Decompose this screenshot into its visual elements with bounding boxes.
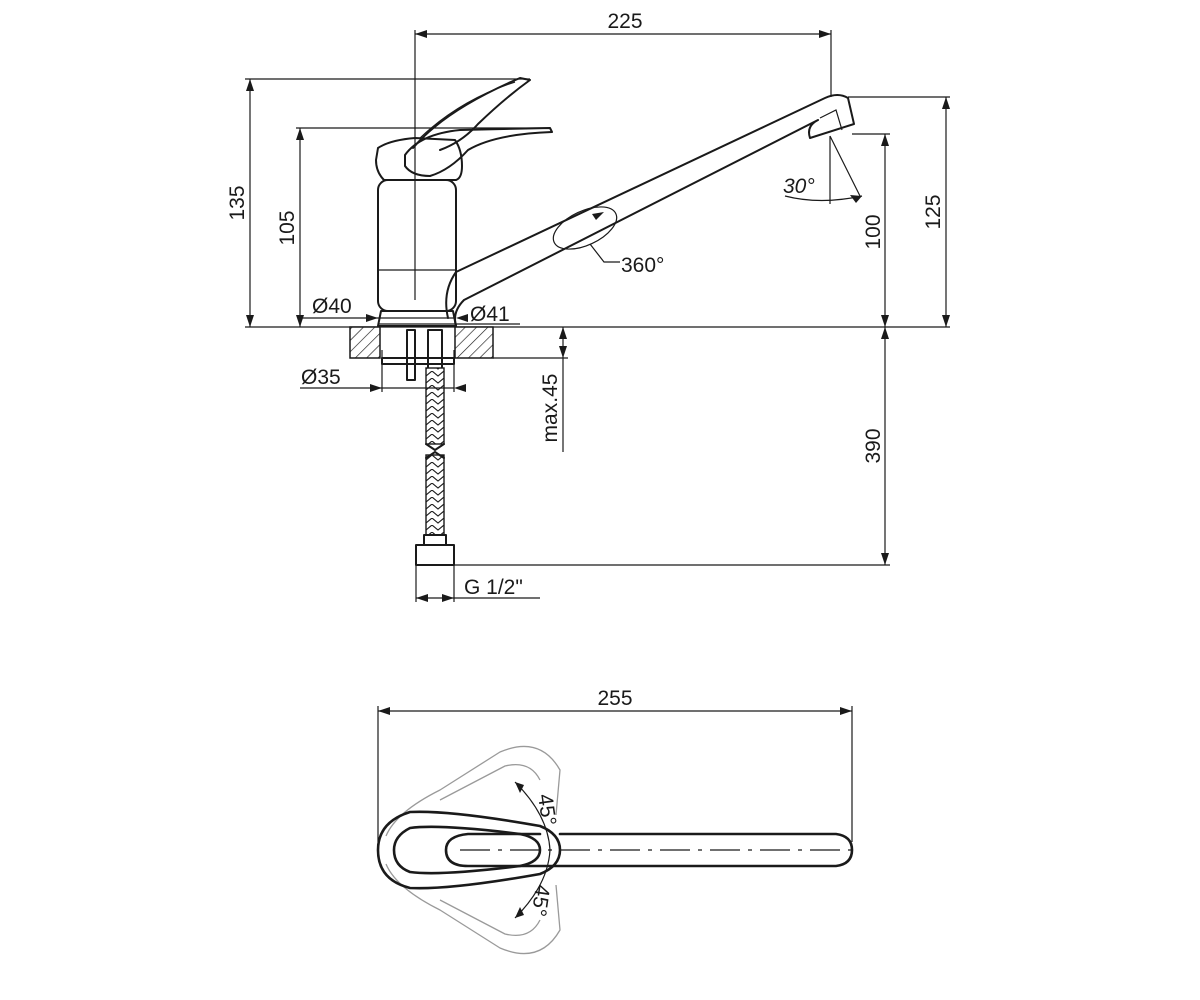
faucet-body [377, 179, 457, 312]
plan-body-outline [376, 810, 562, 890]
swivel-indicator-ellipse [552, 206, 618, 250]
lever-raised-position [412, 77, 531, 151]
supply-hose-lower [425, 454, 445, 536]
dim-body-height: 105 [276, 210, 299, 245]
dim-total-height: 135 [226, 185, 249, 220]
dim-body-diameter: Ø40 [312, 295, 352, 318]
lever-ghost-upper [385, 745, 561, 837]
spout-tip-detail [819, 109, 843, 131]
lever-cap [375, 137, 463, 181]
lever-handle [404, 127, 553, 177]
side-view [245, 77, 950, 566]
dim-lever-angle-lower: 45° [527, 883, 554, 918]
dim-base-diameter: Ø41 [470, 303, 510, 326]
countertop-section-left [349, 326, 381, 359]
hose-connection-nut [415, 544, 455, 566]
dim-max-deck-thickness: max.45 [539, 374, 562, 443]
supply-hose-upper [425, 367, 445, 445]
swivel-arrow [592, 212, 604, 220]
lever-raised-edge [419, 81, 516, 139]
side-view-dimensions: 225 135 105 125 100 30° 360° Ø40 [226, 10, 950, 602]
mounting-nut [381, 357, 455, 365]
swivel-spout [445, 94, 855, 327]
plan-spout [444, 832, 854, 868]
dim-aerator-angle: 30° [783, 175, 815, 198]
dim-swivel-angle: 360° [621, 254, 664, 277]
dim-outlet-height: 125 [922, 194, 945, 229]
countertop-section-right [454, 326, 494, 359]
dim-connection-thread: G 1/2" [464, 576, 523, 599]
mounting-stud [406, 329, 416, 381]
plan-view: 45° 45° 255 [376, 687, 854, 955]
dim-spout-reach: 225 [607, 10, 642, 33]
dim-outlet-clearance: 100 [862, 214, 885, 249]
hose-break-upper [425, 443, 445, 451]
hose-ferrule [423, 534, 447, 546]
hose-break-lower [425, 451, 445, 459]
dim-hose-length: 390 [862, 428, 885, 463]
dim-plan-length: 255 [597, 687, 632, 710]
dim-lever-angle-upper: 45° [533, 792, 560, 827]
lever-ghost-lower [385, 863, 561, 955]
lever-ghost-lower-inner [439, 899, 541, 937]
dim-shank-diameter: Ø35 [301, 366, 341, 389]
lever-ghost-upper-inner [439, 763, 541, 801]
